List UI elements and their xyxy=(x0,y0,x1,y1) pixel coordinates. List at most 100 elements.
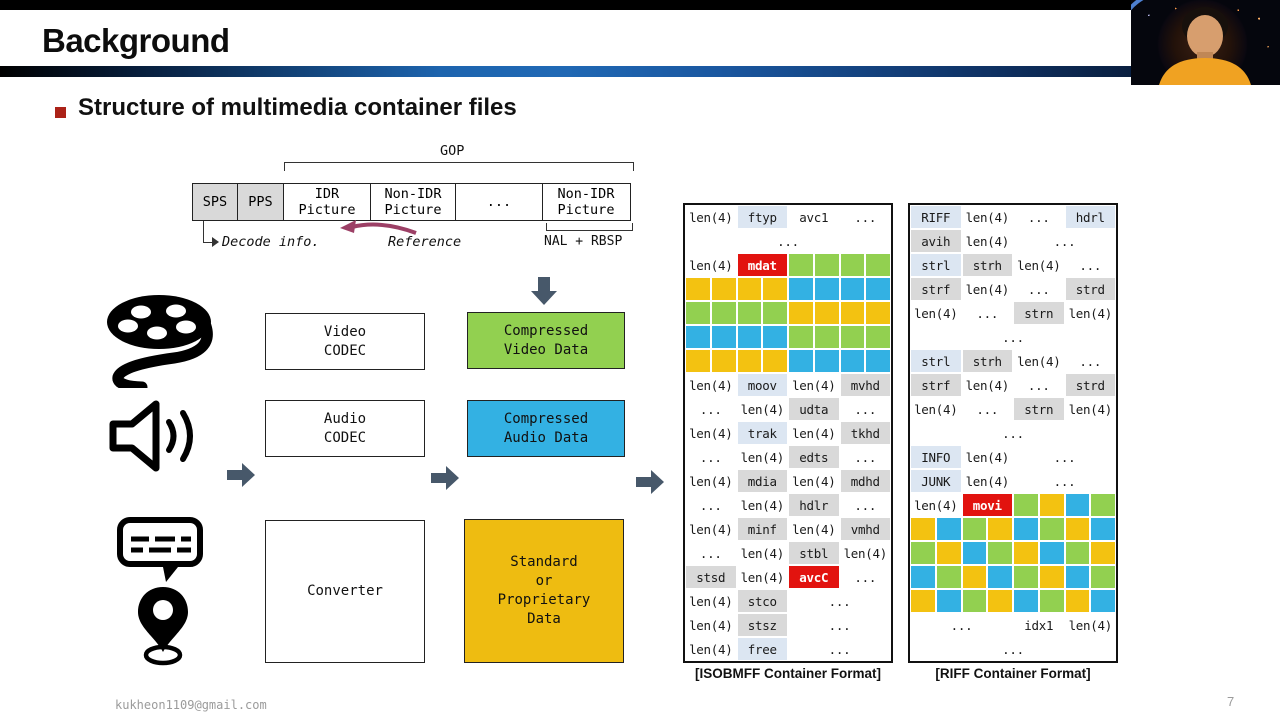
box-cell-RIFF: RIFF xyxy=(910,205,962,229)
color-cell xyxy=(987,541,1013,565)
box-cell-tkhd: tkhd xyxy=(839,421,891,445)
format-table-row: len(4)movi xyxy=(910,493,1116,517)
box-cell-INFO: INFO xyxy=(910,445,962,469)
color-cell xyxy=(865,301,891,325)
box-cell-: ... xyxy=(839,565,891,589)
box-cell-len4: len(4) xyxy=(788,421,840,445)
box-cell-: ... xyxy=(961,397,1013,421)
box-cell-len4: len(4) xyxy=(736,541,788,565)
color-cell xyxy=(839,253,866,277)
converter-box: Converter xyxy=(265,520,425,663)
box-cell-len4: len(4) xyxy=(1013,253,1065,277)
format-table-row: len(4)stsz... xyxy=(685,613,891,637)
footer-email: kukheon1109@gmail.com xyxy=(115,698,267,712)
color-cell xyxy=(839,325,866,349)
box-cell-idx1: idx1 xyxy=(1013,613,1065,637)
box-cell-len4: len(4) xyxy=(910,397,962,421)
box-cell-strh: strh xyxy=(961,253,1013,277)
box-cell-strd: strd xyxy=(1064,373,1116,397)
box-cell-strf: strf xyxy=(910,373,962,397)
color-cell xyxy=(1064,517,1091,541)
box-cell-: ... xyxy=(1064,349,1116,373)
compressed-video-box: Compressed Video Data xyxy=(467,312,625,369)
box-cell-len4: len(4) xyxy=(685,517,737,541)
gop-cell-sps: SPS xyxy=(192,183,238,221)
box-cell-: ... xyxy=(685,445,737,469)
color-cell xyxy=(710,301,737,325)
box-cell-: ... xyxy=(685,493,737,517)
box-cell-: ... xyxy=(685,541,737,565)
format-table-row: ... xyxy=(910,325,1116,349)
color-cell xyxy=(788,301,814,325)
color-cell xyxy=(987,565,1013,589)
color-cell xyxy=(935,589,962,613)
format-table-row: ...len(4)edts... xyxy=(685,445,891,469)
gop-cell-nonidr-2: Non-IDR Picture xyxy=(541,183,631,221)
color-cell xyxy=(710,349,737,373)
box-cell-len4: len(4) xyxy=(839,541,891,565)
box-cell-mvhd: mvhd xyxy=(839,373,891,397)
reference-label: Reference xyxy=(388,234,462,250)
color-cell xyxy=(1090,517,1116,541)
bullet-marker xyxy=(55,107,66,118)
box-cell-: ... xyxy=(788,613,891,637)
box-cell-len4: len(4) xyxy=(961,205,1013,229)
right-arrow-icon xyxy=(636,470,664,494)
format-table-row: ... xyxy=(910,637,1116,661)
color-cell xyxy=(736,325,763,349)
box-cell-strn: strn xyxy=(1013,301,1065,325)
format-table-row xyxy=(910,589,1116,613)
color-cell xyxy=(1064,493,1091,517)
box-cell-len4: len(4) xyxy=(685,373,737,397)
box-cell-moov: moov xyxy=(736,373,788,397)
box-cell-hdlr: hdlr xyxy=(788,493,840,517)
box-cell-: ... xyxy=(685,229,891,253)
color-cell xyxy=(910,565,936,589)
color-cell xyxy=(910,517,936,541)
color-cell xyxy=(961,517,988,541)
box-cell-minf: minf xyxy=(736,517,788,541)
box-cell-len4: len(4) xyxy=(685,637,737,661)
box-cell-: ... xyxy=(1013,373,1065,397)
color-cell xyxy=(710,325,737,349)
color-cell xyxy=(813,349,840,373)
box-cell-: ... xyxy=(1013,205,1065,229)
format-table-row: len(4)mdat xyxy=(685,253,891,277)
box-cell-free: free xyxy=(736,637,788,661)
color-cell xyxy=(987,589,1013,613)
box-cell-len4: len(4) xyxy=(910,493,962,517)
format-table-row: ... xyxy=(685,229,891,253)
color-cell xyxy=(987,517,1013,541)
box-cell-edts: edts xyxy=(788,445,840,469)
gop-cell-pps: PPS xyxy=(236,183,285,221)
color-cell xyxy=(865,253,891,277)
gop-bracket xyxy=(284,162,634,171)
color-cell xyxy=(813,325,840,349)
color-cell xyxy=(865,325,891,349)
box-cell-len4: len(4) xyxy=(788,373,840,397)
box-cell-avcC: avcC xyxy=(788,565,840,589)
color-cell xyxy=(1013,565,1039,589)
box-cell-strl: strl xyxy=(910,253,962,277)
box-cell-: ... xyxy=(839,445,891,469)
location-pin-icon xyxy=(138,587,188,666)
color-cell xyxy=(839,349,866,373)
box-cell-vmhd: vmhd xyxy=(839,517,891,541)
decode-info-arrowhead xyxy=(212,237,219,247)
color-cell xyxy=(685,325,711,349)
format-table-row xyxy=(685,301,891,325)
box-cell-mdia: mdia xyxy=(736,469,788,493)
